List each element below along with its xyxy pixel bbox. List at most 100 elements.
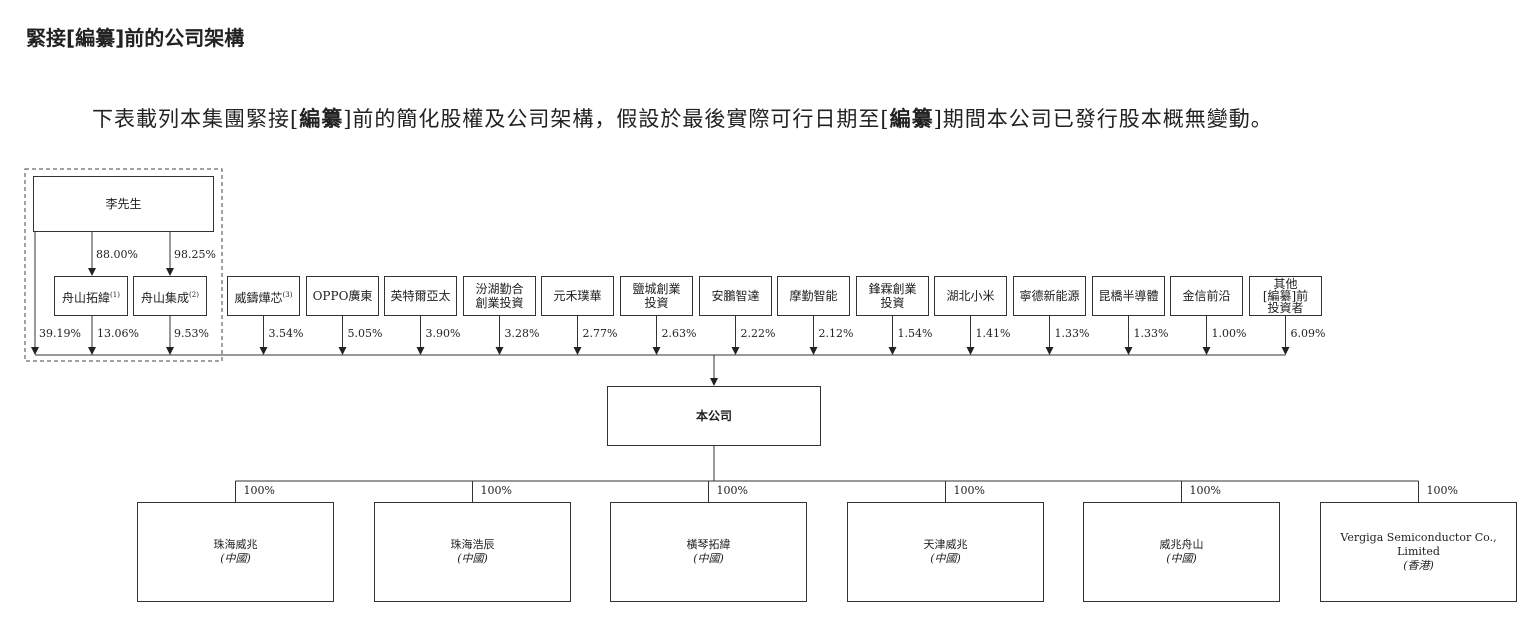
vehicle-box-zhoushan-tuowei: 舟山拓緯(1) [54,276,128,316]
subsidiary-name: Vergiga Semiconductor Co., Limited [1340,531,1497,558]
arrow-head [809,347,818,355]
investor-name: 鋒霖創業 [868,282,917,296]
vehicle-ownership-pct: 88.00% [96,248,138,261]
investor-box: 湖北小米 [934,276,1007,316]
vehicle-stake-pct: 13.06% [97,327,139,340]
investor-name-line2: [編纂]前 [1262,289,1309,303]
investor-name: 寧德新能源 [1019,289,1080,303]
subsidiary-name: 珠海威兆 [213,538,258,551]
vehicle-stake-pct: 9.53% [174,327,209,340]
investor-name: 威鑄燁芯(3) [234,290,293,305]
subsidiary-name: 珠海浩辰 [450,538,495,551]
intro-redacted-1: 編纂 [299,106,344,131]
investor-pct: 3.90% [425,327,461,340]
subsidiary-pct: 100% [1189,484,1221,497]
controller-direct-pct: 39.19% [39,327,81,340]
subsidiary-box: 珠海浩辰(中國) [374,502,571,602]
subsidiary-place: (中國) [457,552,488,565]
investor-name: 其他 [1273,277,1298,291]
subsidiary-place: (中國) [220,552,251,565]
subsidiary-pct: 100% [1426,484,1458,497]
investor-name: 金信前沿 [1182,289,1231,303]
arrow-head [966,347,975,355]
intro-part1: 下表載列本集團緊接[ [92,107,300,131]
investor-box: 鹽城創業投資 [620,276,693,316]
vehicle-box-zhoushan-jicheng: 舟山集成(2) [133,276,207,316]
investor-pct: 5.05% [347,327,383,340]
subsidiary-place: (中國) [693,552,724,565]
investor-pct: 1.41% [975,327,1011,340]
investor-box: 摩勤智能 [777,276,850,316]
subsidiary-box: 威兆舟山(中國) [1083,502,1280,602]
company-box: 本公司 [607,386,821,446]
vehicle-name: 舟山拓緯(1) [62,290,120,305]
arrow-head [88,347,96,355]
arrow-head [88,268,96,276]
investor-box: 寧德新能源 [1013,276,1086,316]
arrow-head [259,347,268,355]
investor-box: 威鑄燁芯(3) [227,276,300,316]
investor-pct: 1.33% [1054,327,1090,340]
investor-name-line2: 投資 [644,296,669,310]
investor-name: 鹽城創業 [632,282,681,296]
controller-group-boundary [24,168,223,362]
arrow-head [1202,347,1211,355]
subsidiary-box: 珠海威兆(中國) [137,502,334,602]
investor-box: 鋒霖創業投資 [856,276,929,316]
company-name: 本公司 [695,409,732,423]
subsidiary-name: 橫琴拓緯 [686,538,731,551]
investor-name: 元禾璞華 [553,289,602,303]
investor-pct: 3.28% [504,327,540,340]
investor-name: 安鵬智達 [711,289,760,303]
arrow-head [573,347,582,355]
subsidiary-place: (中國) [930,552,961,565]
arrow-head [166,347,174,355]
investor-name: OPPO廣東 [312,289,373,303]
investor-pct: 2.12% [818,327,854,340]
investor-name-line2: 創業投資 [475,296,524,310]
arrow-head [416,347,425,355]
subsidiary-pct: 100% [243,484,275,497]
intro-part3: ]期間本公司已發行股本概無變動。 [933,107,1273,131]
investor-name-line2: 投資 [880,296,905,310]
arrow-head [166,268,174,276]
investor-pct: 6.09% [1290,327,1326,340]
subsidiary-pct: 100% [716,484,748,497]
investor-name: 昆橋半導體 [1098,289,1159,303]
arrow-head [1045,347,1054,355]
investor-name: 摩勤智能 [789,289,838,303]
investor-pct: 1.54% [897,327,933,340]
section-heading: 緊接[編纂]前的公司架構 [26,26,245,50]
subsidiary-box: Vergiga Semiconductor Co., Limited(香港) [1320,502,1517,602]
investor-pct: 1.00% [1211,327,1247,340]
subsidiary-pct: 100% [480,484,512,497]
investor-pct: 2.22% [740,327,776,340]
investor-box: 安鵬智達 [699,276,772,316]
arrow-head [710,378,718,386]
subsidiary-box: 橫琴拓緯(中國) [610,502,807,602]
subsidiary-name: 天津威兆 [923,538,968,551]
intro-redacted-2: 編纂 [889,106,934,131]
investor-pct: 1.33% [1133,327,1169,340]
investor-name: 湖北小米 [946,289,995,303]
investor-pct: 2.63% [661,327,697,340]
investor-box: 其他[編纂]前投資者 [1249,276,1322,316]
controller-name: 李先生 [105,197,142,211]
investor-pct: 2.77% [582,327,618,340]
investor-box: 昆橋半導體 [1092,276,1165,316]
investor-box: 英特爾亞太 [384,276,457,316]
arrow-head [1281,347,1290,355]
subsidiary-place: (中國) [1166,552,1197,565]
arrow-head [338,347,347,355]
intro-part2: ]前的簡化股權及公司架構，假設於最後實際可行日期至[ [343,107,890,131]
vehicle-name: 舟山集成(2) [141,290,199,305]
arrow-head [495,347,504,355]
investor-box: 元禾璞華 [541,276,614,316]
investor-name: 英特爾亞太 [390,289,451,303]
investor-name-line3: 投資者 [1267,301,1304,315]
subsidiary-place: (香港) [1403,559,1434,572]
investor-box: OPPO廣東 [306,276,379,316]
arrow-head [1124,347,1133,355]
controller-box: 李先生 [33,176,214,232]
